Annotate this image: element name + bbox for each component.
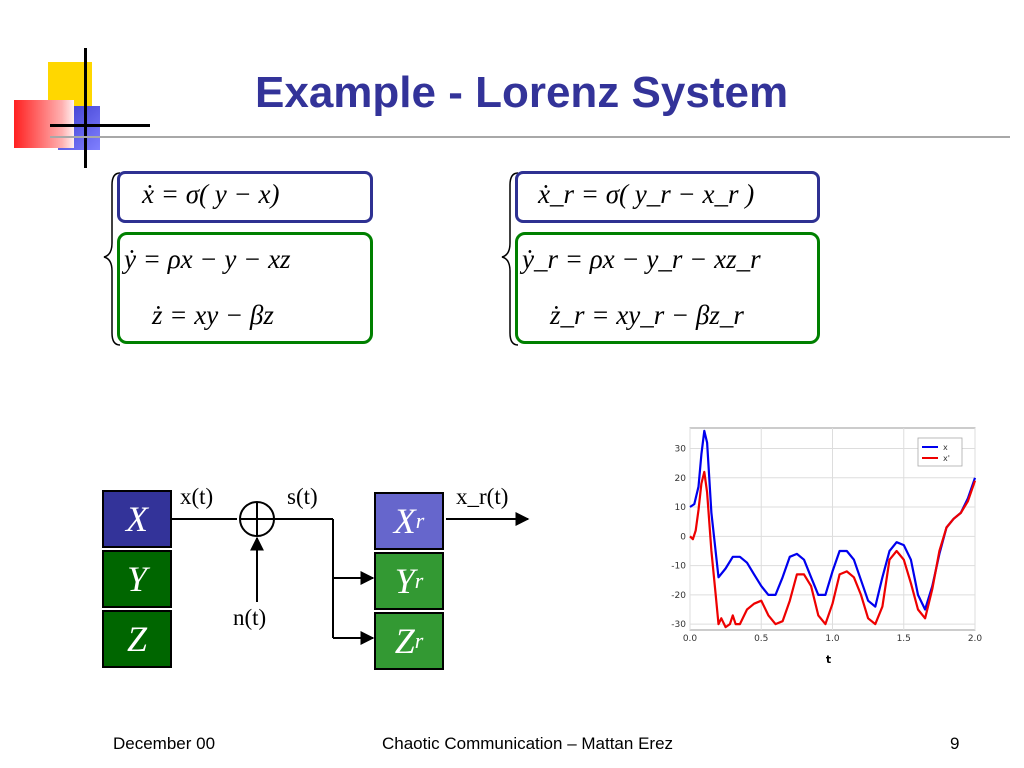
signal-transmitted-label: s(t) bbox=[287, 484, 318, 509]
block-diagram-wires bbox=[172, 501, 530, 645]
signal-noise-label: n(t) bbox=[233, 605, 267, 630]
x-axis-label: t bbox=[826, 653, 831, 666]
y-tick-label: 30 bbox=[675, 444, 687, 454]
tx-x-block: X bbox=[102, 490, 172, 548]
x-equation-box bbox=[117, 171, 373, 223]
title-divider bbox=[50, 136, 1010, 138]
tx-y-block: Y bbox=[102, 550, 172, 608]
y-tick-label: 20 bbox=[675, 474, 687, 484]
left-brace-icon bbox=[501, 172, 519, 346]
footer-date: December 00 bbox=[113, 734, 216, 753]
xr-dot-equation: ẋ_r = σ( y_r − x_r ) bbox=[538, 179, 755, 209]
x-tick-label: 0.0 bbox=[683, 634, 698, 644]
signal-input-label: x(t) bbox=[180, 484, 214, 509]
x-dot-equation: ẋ = σ( y − x) bbox=[142, 179, 280, 209]
transmitter-equations: ẋ = σ( y − x) ẏ = ρx − y − xz ż = xy − β… bbox=[100, 165, 390, 350]
tx-z-block: Z bbox=[102, 610, 172, 668]
legend-label: x bbox=[943, 443, 948, 452]
slide-logo bbox=[12, 48, 152, 173]
y-tick-label: -20 bbox=[671, 591, 686, 601]
signal-output-label: x_r(t) bbox=[456, 484, 509, 509]
x-tick-label: 1.0 bbox=[825, 634, 840, 644]
lorenz-sync-chart: 0.0 0.5 1.0 1.5 2.0 30 20 10 0 -10 -20 -30 t x x' bbox=[671, 427, 983, 666]
y-tick-label: 10 bbox=[675, 503, 687, 513]
slide-title: Example - Lorenz System bbox=[255, 68, 789, 117]
yz-equation-box bbox=[117, 232, 373, 344]
left-brace-icon bbox=[103, 172, 121, 346]
x-tick-label: 2.0 bbox=[968, 634, 983, 644]
y-dot-equation: ẏ = ρx − y − xz bbox=[124, 244, 291, 274]
slide-number: 9 bbox=[950, 734, 960, 753]
yr-dot-equation: ẏ_r = ρx − y_r − xz_r bbox=[522, 244, 761, 274]
yrzr-equation-box bbox=[515, 232, 820, 344]
xr-equation-box bbox=[515, 171, 820, 223]
legend-box bbox=[917, 437, 963, 467]
footer-title: Chaotic Communication – Mattan Erez bbox=[382, 734, 674, 753]
x-tick-label: 0.5 bbox=[754, 634, 768, 644]
series-line-1 bbox=[689, 470, 977, 629]
x-tick-label: 1.5 bbox=[897, 634, 911, 644]
y-tick-label: 0 bbox=[680, 532, 686, 542]
series-line-0 bbox=[689, 429, 977, 611]
y-tick-label: -30 bbox=[671, 620, 686, 630]
z-dot-equation: ż = xy − βz bbox=[152, 300, 274, 330]
zr-dot-equation: ż_r = xy_r − βz_r bbox=[550, 300, 744, 330]
receiver-equations: ẋ_r = σ( y_r − x_r ) ẏ_r = ρx − y_r − xz… bbox=[498, 165, 828, 350]
y-tick-label: -10 bbox=[671, 562, 686, 572]
legend-label: x' bbox=[943, 454, 950, 463]
